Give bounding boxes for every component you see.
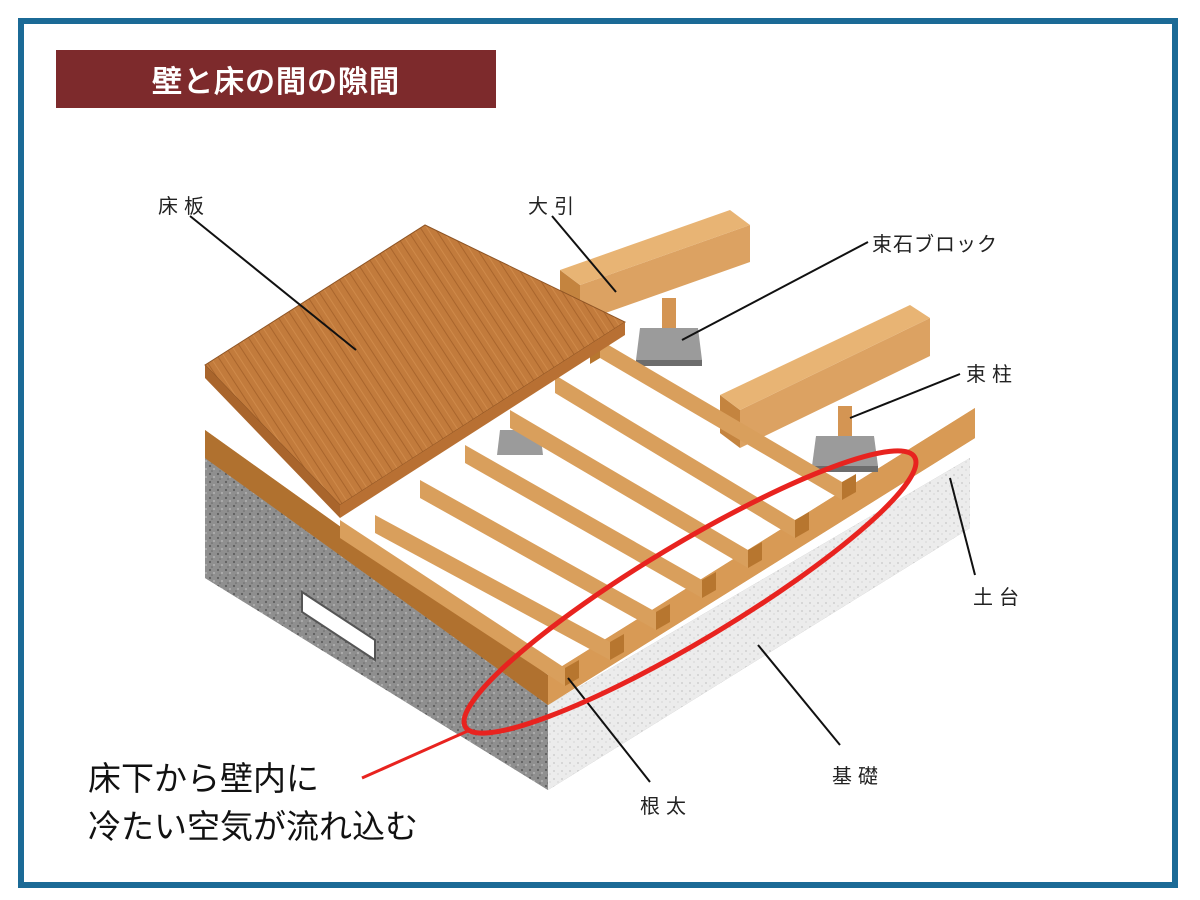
label-oobiki: 大引	[528, 194, 580, 218]
caption-line-2: 冷たい空気が流れ込む	[88, 807, 418, 846]
label-floor-board: 床板	[158, 194, 210, 218]
oobiki-beam	[560, 210, 930, 448]
neta-joists	[340, 340, 856, 686]
gap-highlight	[361, 448, 919, 780]
foundation	[205, 455, 970, 790]
label-joist: 根太	[640, 794, 692, 818]
highlight-pointer	[361, 728, 471, 780]
vent-opening	[301, 590, 376, 662]
floor-board	[204, 224, 627, 518]
page-title: 壁と床の間の隙間	[56, 50, 496, 108]
label-tsuka: 束柱	[966, 362, 1018, 386]
tsuka-posts	[497, 298, 878, 472]
label-dodai: 土台	[973, 585, 1025, 609]
caption-line-1: 床下から壁内に	[88, 759, 319, 798]
leader-lines	[189, 215, 976, 783]
label-foundation: 基礎	[832, 764, 884, 788]
label-block: 束石ブロック	[872, 232, 998, 256]
gap-highlight-ellipse	[461, 448, 919, 736]
